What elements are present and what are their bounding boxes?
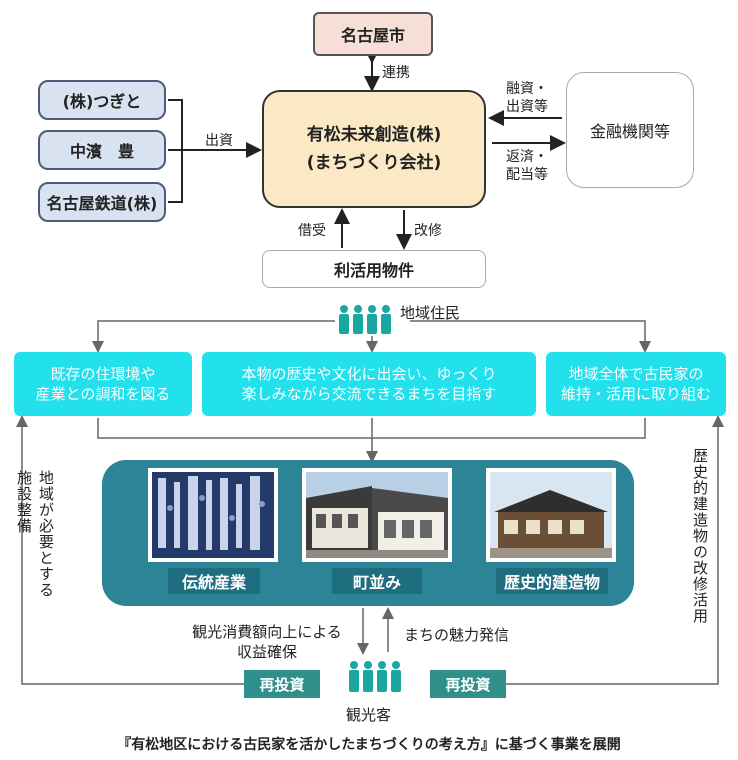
left-vertical-label-2: 施設整備 [15,470,33,534]
shusshi-label: 出資 [205,133,233,149]
yushi-label: 融資・出資等 [506,81,548,115]
caption: 『有松地区における古民家を活かしたまちづくりの考え方』に基づく事業を展開 [117,737,621,753]
photo-label-townscape: 町並み [332,568,422,594]
financial-institutions-box: 金融機関等 [566,72,694,188]
hensai-label: 返済・配当等 [506,149,548,183]
residents-label: 地域住民 [400,304,461,322]
investor-label: (株)つぎと [62,92,142,111]
shakuju-label: 借受 [298,223,326,239]
goal-harmony: 既存の住環境や産業との調和を図る [14,352,192,416]
historic-building-photo [486,468,616,562]
tourists-label: 観光客 [346,706,392,724]
residents-people-icon [339,305,391,334]
goal-preserve-houses: 地域全体で古民家の維持・活用に取り組む [546,352,726,416]
kaishu-label: 改修 [414,223,442,239]
investor-tsugito: (株)つぎと [38,80,166,120]
photo-label-traditional-industry: 伝統産業 [168,568,260,594]
financial-institutions-label: 金融機関等 [589,122,670,141]
reinvest-left: 再投資 [244,670,320,698]
left-vertical-label: 地域が必要とする [37,470,55,598]
goal-history-culture: 本物の歴史や文化に出会い、ゆっくり楽しみながら交流できるまちを目指す [202,352,536,416]
company-type: (まちづくり会社) [306,153,442,173]
nagoya-city-box: 名古屋市 [313,12,433,56]
right-vertical-label: 歴史的建造物の改修活用 [691,448,709,624]
renkei-label: 連携 [382,65,410,81]
appeal-label: まちの魅力発信 [404,626,510,644]
property-label: 利活用物件 [333,261,414,280]
investor-nakahama: 中濱 豊 [38,130,166,170]
photo-label-historic-buildings: 歴史的建造物 [496,568,608,594]
property-box: 利活用物件 [262,250,486,288]
machizukuri-company-box: 有松未来創造(株) (まちづくり会社) [262,90,486,208]
nagoya-city-label: 名古屋市 [340,26,405,45]
company-name: 有松未来創造(株) [306,125,442,145]
tourists-people-icon [349,661,401,692]
investor-label: 中濱 豊 [69,142,134,161]
income-label: 観光消費額向上による収益確保 [192,623,342,661]
investor-label: 名古屋鉄道(株) [46,194,158,213]
shibori-fabric-photo [148,468,278,562]
reinvest-right: 再投資 [430,670,506,698]
townscape-photo [302,468,452,562]
investor-meitetsu: 名古屋鉄道(株) [38,182,166,222]
